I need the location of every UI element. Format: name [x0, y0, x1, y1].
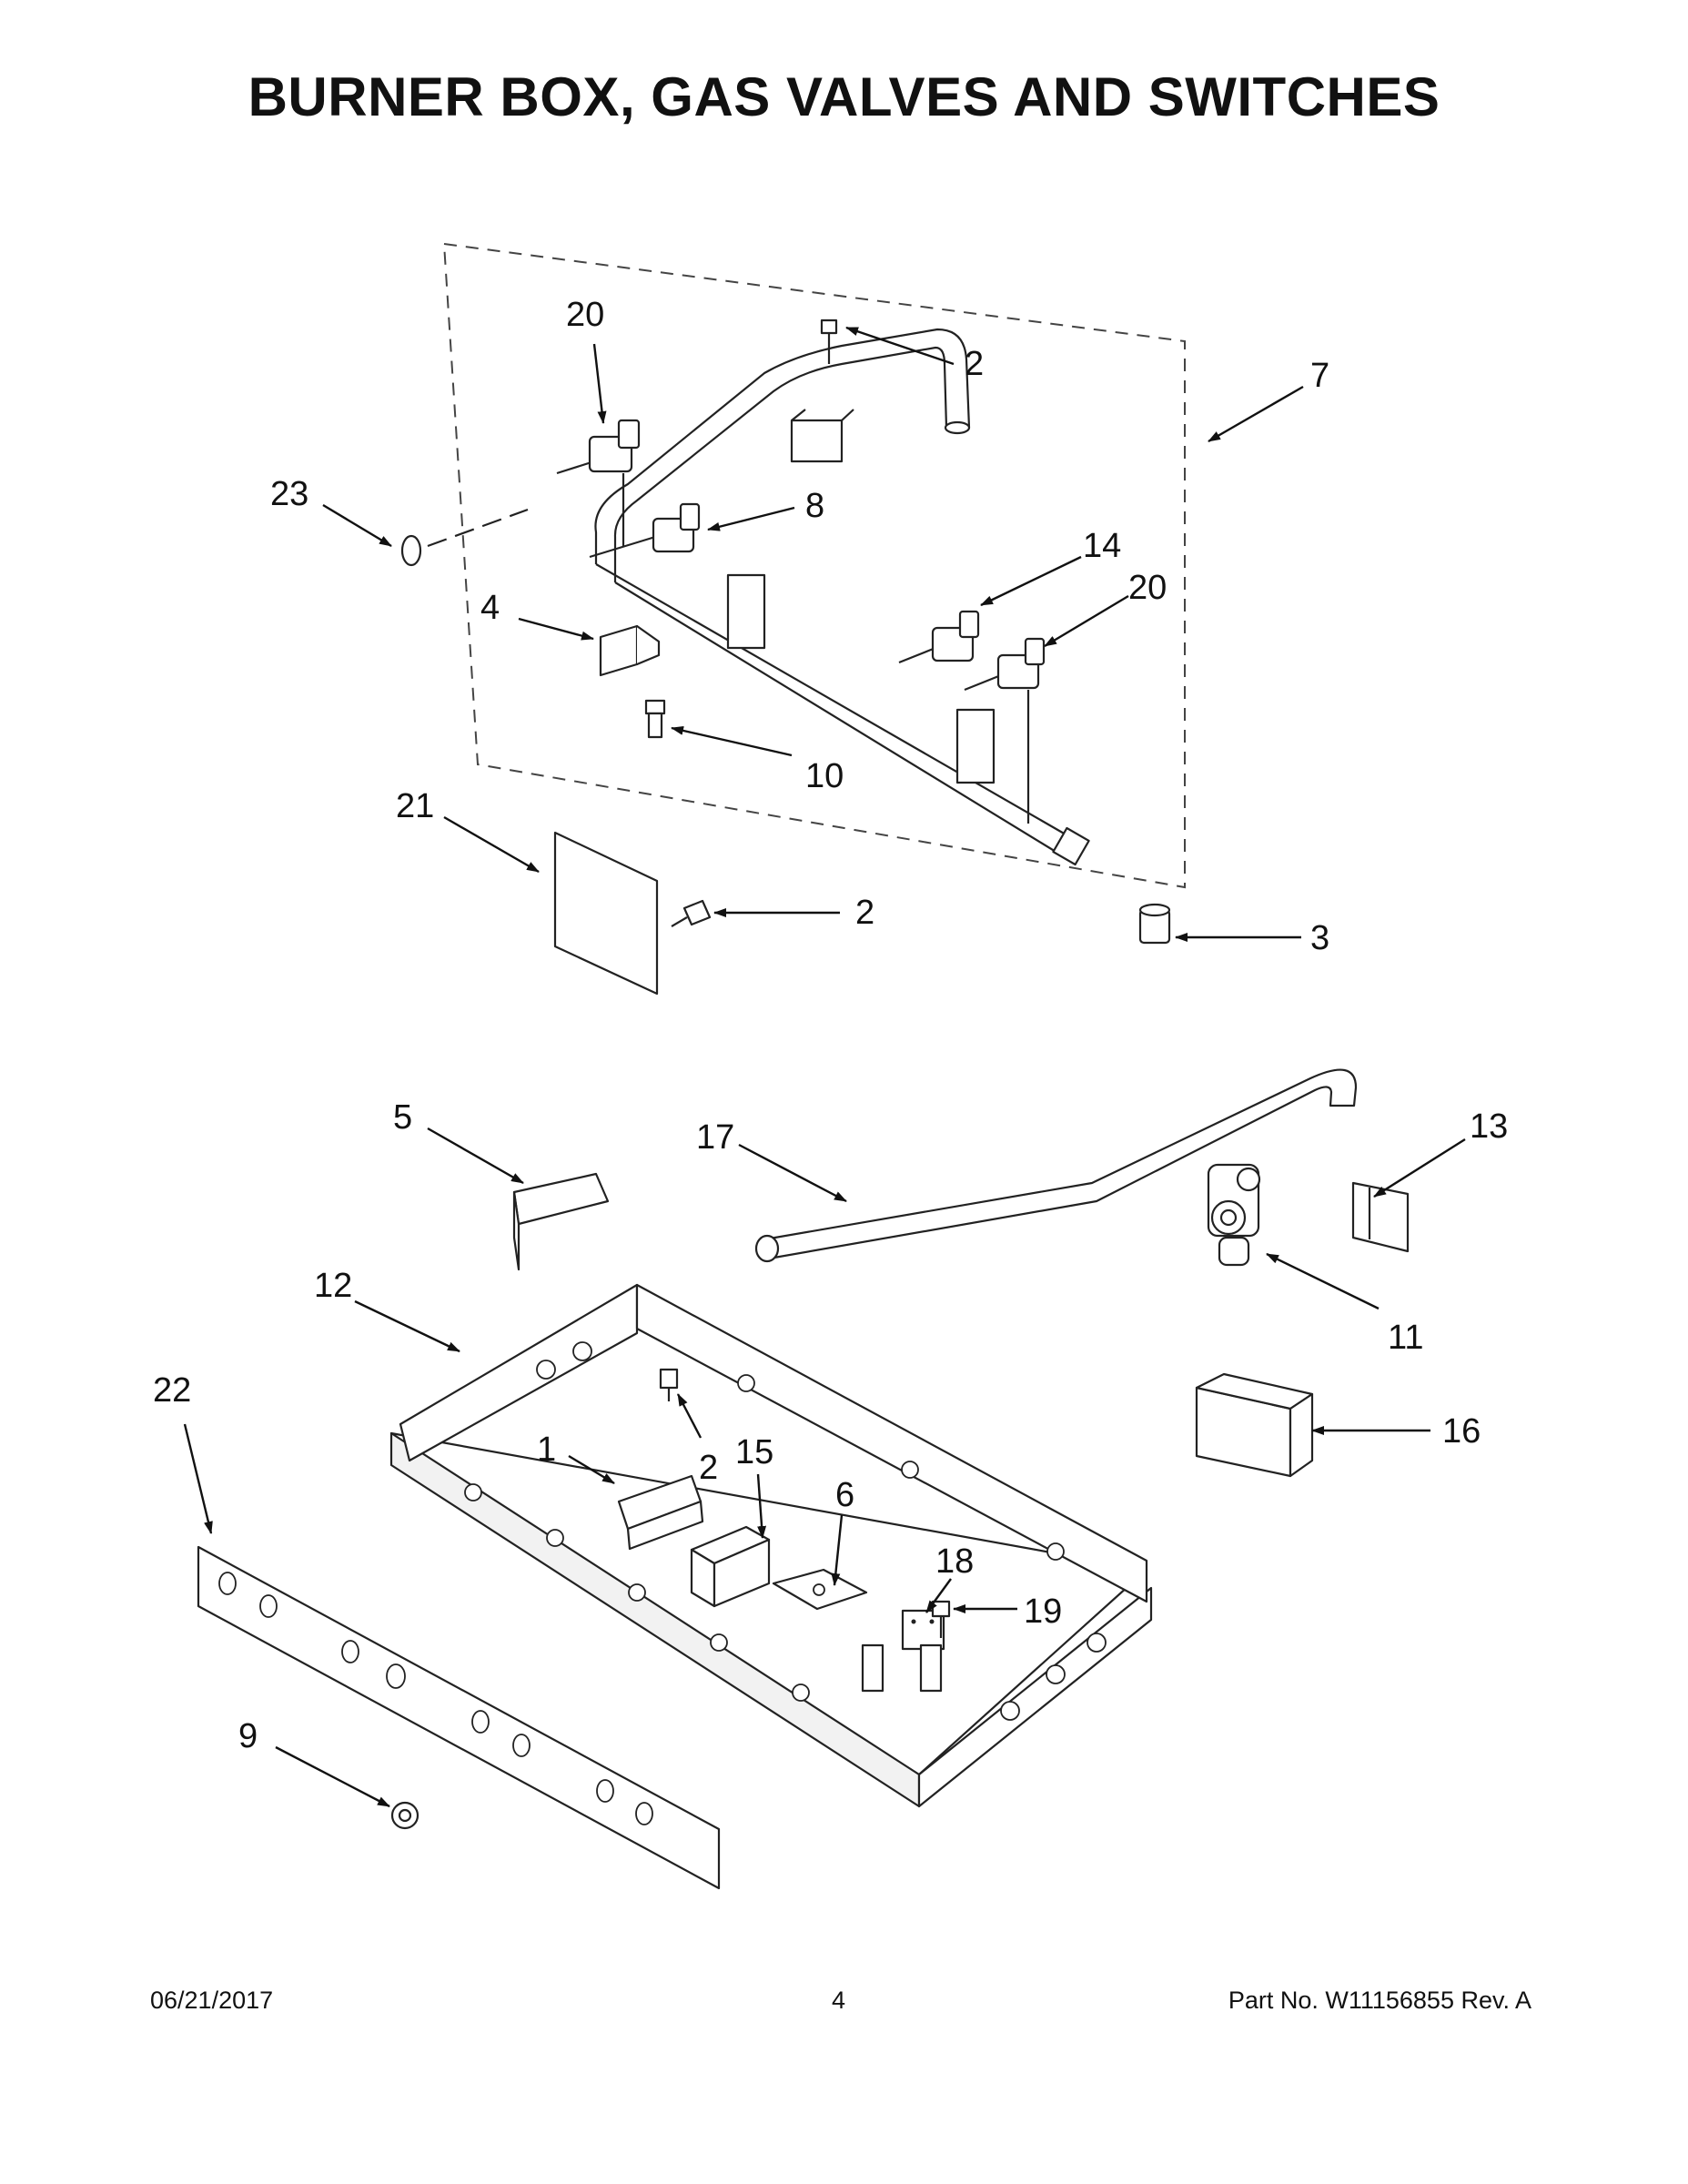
- callout-19: 19: [1024, 1592, 1062, 1631]
- shaft-cap-23: [400, 508, 529, 567]
- bracket-22: [197, 1545, 721, 1890]
- callout-21: 21: [396, 787, 434, 825]
- callout-17: 17: [696, 1118, 734, 1157]
- bracket-5: [512, 1172, 610, 1271]
- screw-10: [644, 699, 666, 739]
- callout-22: 22: [153, 1371, 191, 1410]
- knob-clip-9: [390, 1801, 419, 1830]
- box-16: [1195, 1372, 1314, 1478]
- bracket-13: [1351, 1181, 1410, 1253]
- callout-10: 10: [805, 757, 844, 795]
- screw-2-lower: [659, 1368, 679, 1401]
- callout-5: 5: [393, 1098, 412, 1137]
- bracket-18: [861, 1609, 945, 1693]
- leader-lines: [183, 326, 1466, 1808]
- callout-23: 23: [270, 475, 308, 513]
- screw-2-middle: [671, 899, 712, 927]
- callout-14: 14: [1083, 527, 1121, 565]
- regulator-11: [1207, 1163, 1261, 1267]
- callout-3: 3: [1310, 919, 1329, 957]
- footer-date: 06/21/2017: [150, 1987, 274, 2014]
- callout-11: 11: [1388, 1319, 1423, 1357]
- gas-valve-20-upper: [556, 419, 641, 546]
- callout-15: 15: [735, 1433, 773, 1471]
- callout-8: 8: [805, 487, 824, 525]
- callout-1: 1: [537, 1431, 556, 1469]
- callout-7: 7: [1310, 357, 1329, 395]
- callout-13: 13: [1470, 1107, 1508, 1146]
- gas-valve-14: [898, 610, 980, 664]
- callout-labels: 20 2 7 23 8 14 20 4 10 21 2 3 5 17 13 12…: [153, 296, 1508, 1755]
- cover-15: [690, 1525, 771, 1608]
- plate-6: [772, 1568, 868, 1611]
- callout-4: 4: [480, 589, 500, 627]
- callout-16: 16: [1442, 1412, 1481, 1451]
- fitting-3: [1138, 903, 1171, 945]
- burner-box-12: [389, 1283, 1153, 1808]
- supply-pipe-17: [754, 1068, 1358, 1263]
- footer-page-number: 4: [832, 1987, 846, 2014]
- page-title: BURNER BOX, GAS VALVES AND SWITCHES: [248, 66, 1440, 127]
- footer-part-number: Part No. W11156855 Rev. A: [1228, 1987, 1531, 2014]
- callout-12: 12: [314, 1267, 352, 1305]
- callout-2-upper: 2: [965, 345, 984, 383]
- screw-2-upper: [820, 318, 838, 364]
- callout-20-lower: 20: [1128, 569, 1167, 607]
- callout-9: 9: [238, 1717, 258, 1755]
- manifold-assembly-outline: [442, 242, 1186, 889]
- gas-manifold-pipe: [594, 328, 1090, 866]
- gas-valve-8: [589, 502, 701, 559]
- switch-plate-21: [553, 831, 659, 996]
- callout-2-lower: 2: [699, 1449, 718, 1487]
- callout-20-upper: 20: [566, 296, 604, 334]
- callout-6: 6: [835, 1476, 854, 1514]
- callout-2-middle: 2: [855, 894, 874, 932]
- switch-harness-1: [617, 1474, 704, 1551]
- callout-18: 18: [935, 1542, 974, 1581]
- bracket-4: [599, 624, 661, 677]
- gas-valve-20-lower: [964, 637, 1046, 824]
